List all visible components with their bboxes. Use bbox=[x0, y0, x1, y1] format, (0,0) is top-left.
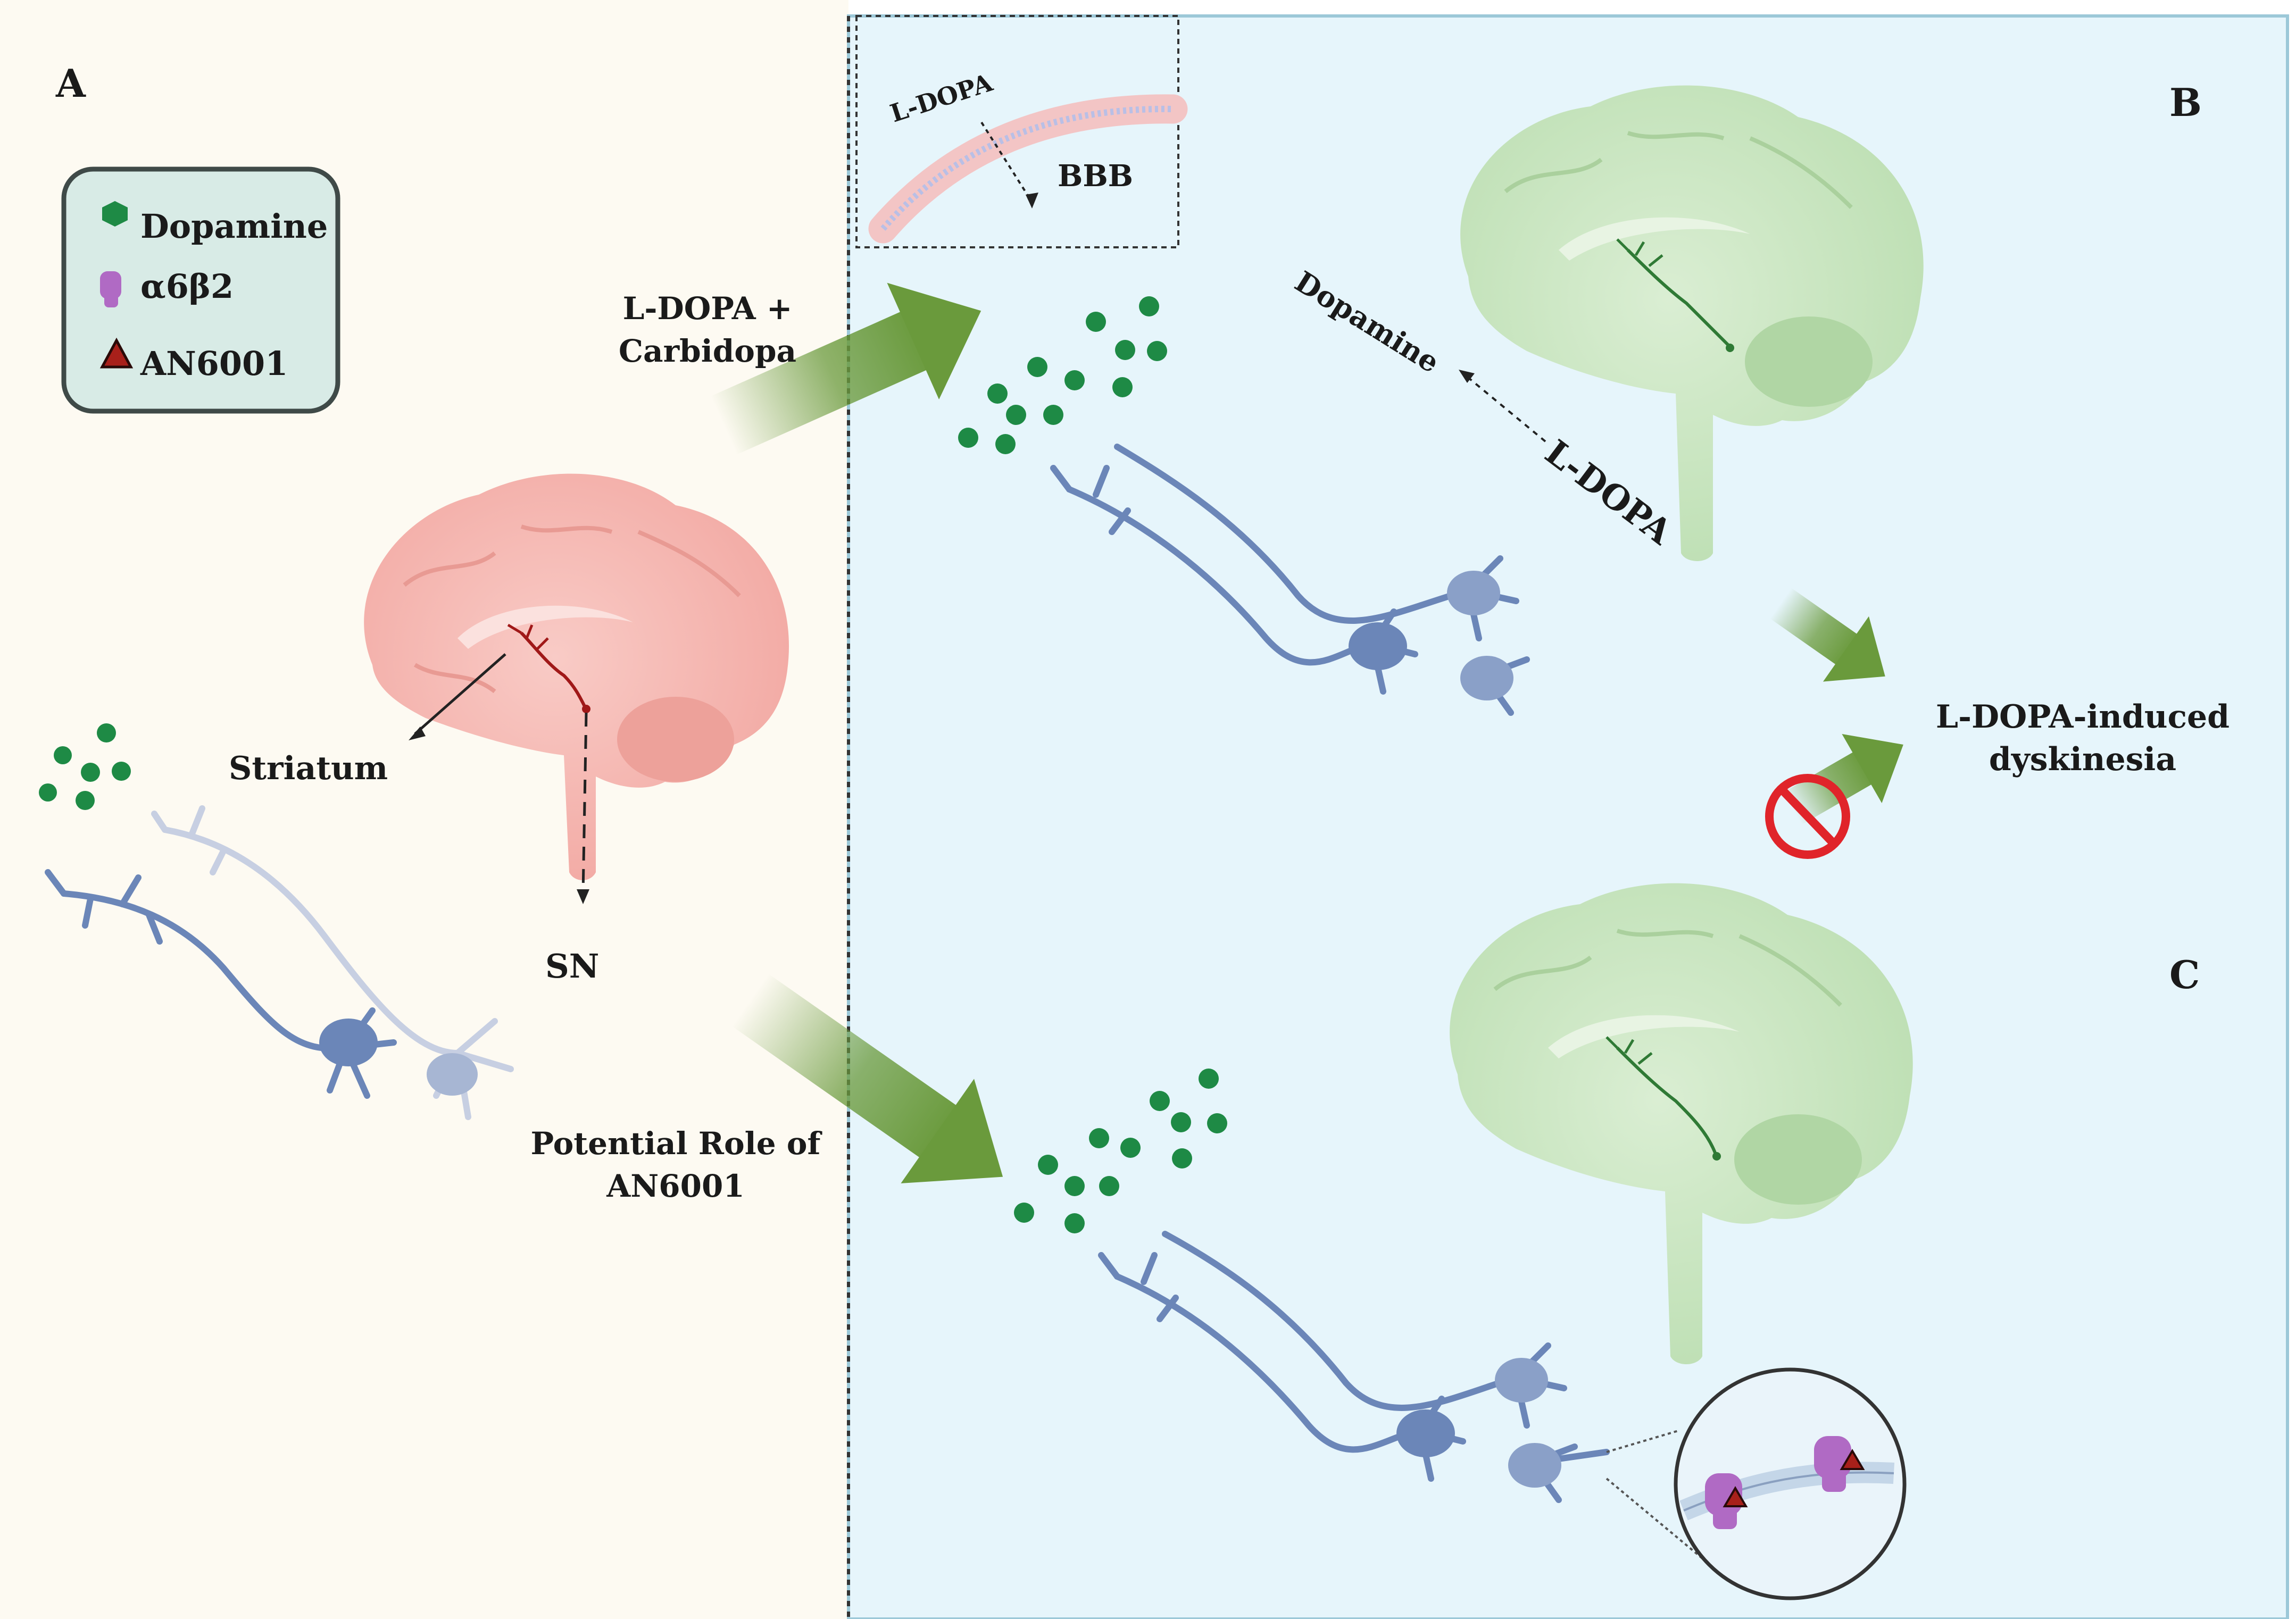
treatment-label-line2: Carbidopa bbox=[619, 333, 796, 369]
neuron-pair-c bbox=[1098, 1231, 1610, 1503]
outcome-label-line2: dyskinesia bbox=[1989, 741, 2176, 778]
neuron-pair-a bbox=[45, 805, 514, 1120]
treatment-label-line1: L-DOPA + bbox=[623, 290, 793, 327]
dopamine-hexagon-icon bbox=[102, 201, 128, 227]
sn-pointer bbox=[581, 712, 588, 894]
dopamine-cluster-a bbox=[39, 723, 131, 810]
pink-brain bbox=[364, 473, 789, 880]
receptor-icon bbox=[100, 271, 121, 307]
legend-label-dopamine: Dopamine bbox=[140, 207, 328, 246]
dopamine-cluster-b bbox=[958, 296, 1167, 454]
dyskinesia-arrow-b bbox=[1770, 588, 1885, 682]
neuron-pair-b bbox=[1050, 444, 1530, 716]
potential-label-line1: Potential Role of bbox=[531, 1125, 823, 1162]
green-brain-c bbox=[1450, 883, 1913, 1364]
striatum-label: Striatum bbox=[229, 750, 388, 787]
legend-label-an6001: AN6001 bbox=[140, 344, 288, 383]
panel-b-label: B bbox=[2169, 80, 2202, 125]
outcome-label-line1: L-DOPA-induced bbox=[1936, 698, 2230, 736]
an6001-right bbox=[1840, 1449, 1865, 1470]
receptor-magnifier bbox=[1674, 1367, 1907, 1600]
panel-c-label: C bbox=[2169, 952, 2200, 997]
potential-label-line2: AN6001 bbox=[606, 1168, 744, 1204]
legend-label-receptor: α6β2 bbox=[140, 267, 234, 306]
prohibit-icon bbox=[1765, 774, 1850, 859]
potential-role-arrow bbox=[731, 973, 1003, 1183]
panel-a-label: A bbox=[55, 61, 86, 106]
inset-bbb-label: BBB bbox=[1058, 158, 1133, 194]
treatment-arrow bbox=[710, 282, 981, 455]
an6001-left bbox=[1723, 1486, 1748, 1507]
triangle-icon bbox=[99, 337, 134, 369]
legend-box: Dopamine α6β2 AN6001 bbox=[61, 166, 340, 414]
striatum-pointer bbox=[414, 653, 506, 735]
dopamine-cluster-c bbox=[1014, 1069, 1227, 1233]
sn-label: SN bbox=[545, 947, 599, 986]
green-brain-b bbox=[1460, 85, 1924, 561]
zoom-line-bottom bbox=[1605, 1478, 1703, 1559]
